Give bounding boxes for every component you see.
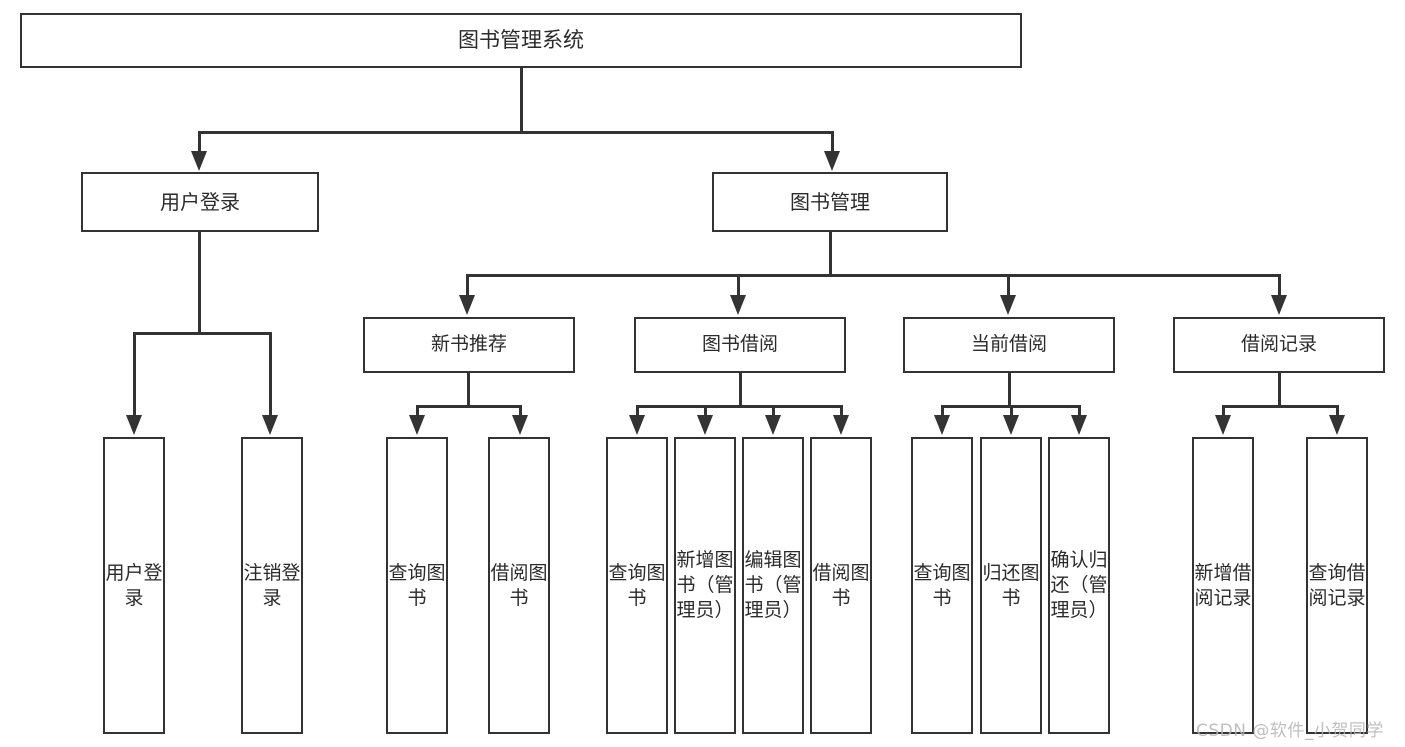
node-leaf-add-record-label: 新增借阅记录 [1194, 561, 1252, 609]
node-leaf-user-logout[interactable]: 注销登录 [241, 437, 303, 734]
connector-bm-drop-2 [737, 274, 740, 297]
connector-nbr-stem [467, 373, 470, 406]
connector-nbr-drop-1 [416, 405, 419, 417]
node-leaf-confirm-return-label: 确认归还（管理员） [1050, 549, 1108, 621]
connector-user-login-stem [198, 232, 201, 333]
node-borrow-record-label: 借阅记录 [1240, 333, 1317, 356]
arrow-nbr-leaf-2 [512, 415, 528, 435]
node-book-borrow-label: 图书借阅 [701, 333, 778, 356]
arrow-bm-to-borrow-record [1271, 295, 1287, 315]
connector-root-bus [198, 131, 833, 134]
arrow-bb-leaf-4 [833, 415, 849, 435]
node-leaf-add-book[interactable]: 新增图书（管理员） [674, 437, 736, 734]
node-leaf-return-book[interactable]: 归还图书 [980, 437, 1042, 734]
arrow-user-login-leaf-2 [262, 415, 278, 435]
node-current-borrow[interactable]: 当前借阅 [903, 317, 1115, 373]
node-new-book-recommend[interactable]: 新书推荐 [363, 317, 575, 373]
connector-root-to-user-login [198, 131, 201, 153]
node-leaf-query-book-2[interactable]: 查询图书 [606, 437, 668, 734]
arrow-cb-leaf-1 [934, 415, 950, 435]
connector-book-manage-bus [466, 274, 1281, 277]
arrow-br-leaf-1 [1215, 415, 1231, 435]
arrow-root-to-book-manage [824, 151, 840, 171]
node-book-manage[interactable]: 图书管理 [712, 172, 948, 232]
connector-cb-drop-3 [1078, 405, 1081, 417]
arrow-bb-leaf-2 [697, 415, 713, 435]
connector-user-login-drop-2 [269, 332, 272, 417]
node-leaf-query-book-2-label: 查询图书 [608, 561, 666, 609]
connector-bb-drop-4 [840, 405, 843, 417]
node-current-borrow-label: 当前借阅 [970, 333, 1047, 356]
arrow-root-to-user-login [191, 151, 207, 171]
node-borrow-record[interactable]: 借阅记录 [1173, 317, 1385, 373]
node-user-login-label: 用户登录 [160, 189, 240, 214]
arrow-cb-leaf-3 [1071, 415, 1087, 435]
node-leaf-user-logout-label: 注销登录 [243, 561, 301, 609]
node-user-login[interactable]: 用户登录 [81, 172, 319, 232]
node-leaf-query-record-label: 查询借阅记录 [1308, 561, 1366, 609]
connector-bb-drop-2 [704, 405, 707, 417]
connector-bm-drop-3 [1007, 274, 1010, 297]
node-leaf-query-record[interactable]: 查询借阅记录 [1306, 437, 1368, 734]
node-leaf-user-login-label: 用户登录 [105, 561, 163, 609]
node-root-label: 图书管理系统 [458, 28, 584, 53]
connector-bb-drop-1 [636, 405, 639, 417]
connector-bm-drop-1 [466, 274, 469, 297]
arrow-bm-to-book-borrow [730, 295, 746, 315]
node-leaf-query-book-3[interactable]: 查询图书 [911, 437, 973, 734]
watermark-text: CSDN @软件_小贺同学 [1196, 721, 1384, 741]
arrow-bb-leaf-1 [629, 415, 645, 435]
connector-root-to-book-manage [831, 131, 834, 153]
node-leaf-borrow-book-1-label: 借阅图书 [490, 561, 548, 609]
connector-nbr-bus [416, 405, 521, 408]
connector-br-bus [1222, 405, 1338, 408]
connector-br-drop-1 [1222, 405, 1225, 417]
connector-cb-drop-1 [941, 405, 944, 417]
connector-bm-drop-4 [1278, 274, 1281, 297]
connector-br-stem [1278, 373, 1281, 406]
connector-bb-stem [739, 373, 742, 406]
connector-cb-drop-2 [1010, 405, 1013, 417]
node-leaf-query-book-1-label: 查询图书 [388, 561, 446, 609]
node-leaf-confirm-return[interactable]: 确认归还（管理员） [1048, 437, 1110, 734]
node-leaf-add-book-label: 新增图书（管理员） [676, 549, 734, 621]
connector-book-manage-stem [829, 232, 832, 276]
connector-br-drop-2 [1336, 405, 1339, 417]
node-leaf-add-record[interactable]: 新增借阅记录 [1192, 437, 1254, 734]
connector-root-stem [520, 68, 523, 132]
connector-bb-bus [636, 405, 842, 408]
node-leaf-user-login[interactable]: 用户登录 [103, 437, 165, 734]
connector-bb-drop-3 [772, 405, 775, 417]
arrow-cb-leaf-2 [1003, 415, 1019, 435]
node-leaf-return-book-label: 归还图书 [982, 561, 1040, 609]
arrow-bm-to-current-borrow [1000, 295, 1016, 315]
node-root[interactable]: 图书管理系统 [20, 13, 1022, 68]
node-leaf-edit-book-label: 编辑图书（管理员） [744, 549, 802, 621]
connector-nbr-drop-2 [519, 405, 522, 417]
node-leaf-edit-book[interactable]: 编辑图书（管理员） [742, 437, 804, 734]
node-leaf-borrow-book-2[interactable]: 借阅图书 [810, 437, 872, 734]
connector-cb-stem [1008, 373, 1011, 406]
arrow-bm-to-new-book-recommend [459, 295, 475, 315]
arrow-nbr-leaf-1 [409, 415, 425, 435]
node-book-borrow[interactable]: 图书借阅 [634, 317, 846, 373]
node-leaf-query-book-3-label: 查询图书 [913, 561, 971, 609]
node-leaf-query-book-1[interactable]: 查询图书 [386, 437, 448, 734]
node-new-book-recommend-label: 新书推荐 [430, 333, 507, 356]
connector-user-login-drop-1 [133, 332, 136, 417]
node-book-manage-label: 图书管理 [790, 189, 870, 214]
arrow-br-leaf-2 [1329, 415, 1345, 435]
node-leaf-borrow-book-1[interactable]: 借阅图书 [488, 437, 550, 734]
connector-user-login-bus [133, 332, 271, 335]
arrow-bb-leaf-3 [765, 415, 781, 435]
arrow-user-login-leaf-1 [126, 415, 142, 435]
node-leaf-borrow-book-2-label: 借阅图书 [812, 561, 870, 609]
